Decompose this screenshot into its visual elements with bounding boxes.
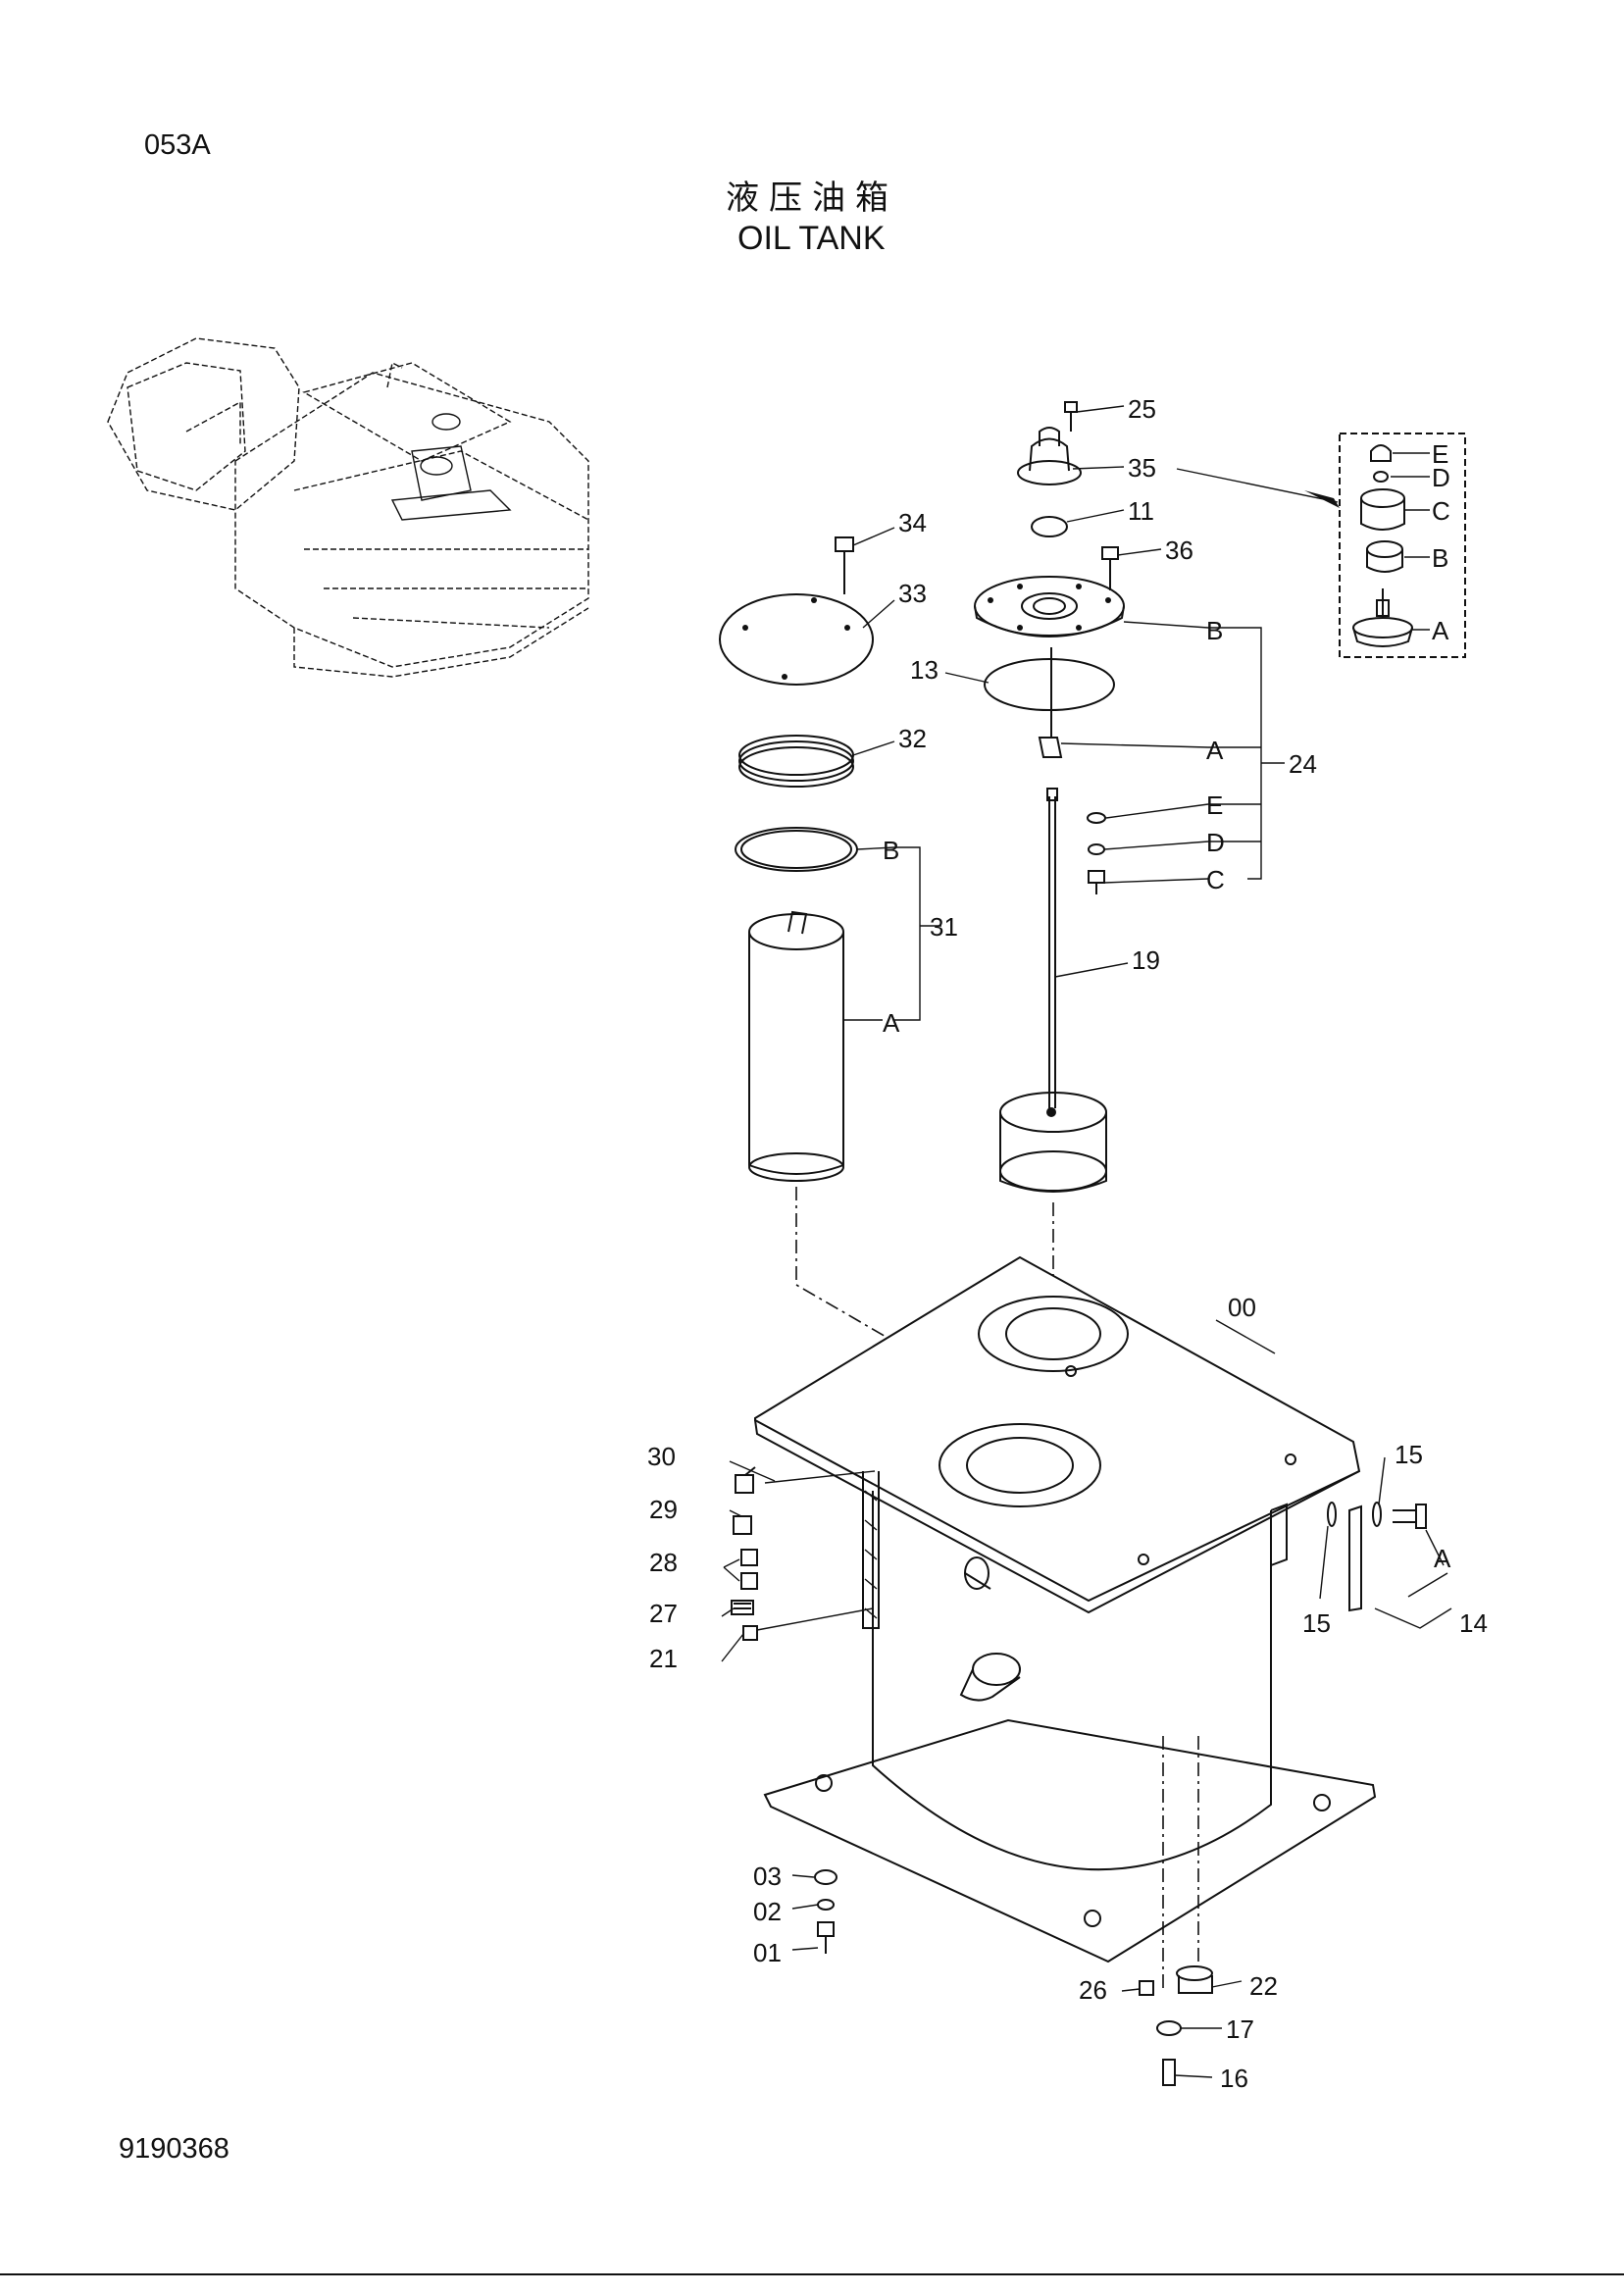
bracket-24a bbox=[1038, 647, 1063, 758]
callout-26: 26 bbox=[1079, 1975, 1107, 2005]
filter-element-31a bbox=[748, 910, 844, 1182]
kit-label-b: B bbox=[1432, 543, 1448, 573]
kit-label-d: D bbox=[1432, 463, 1450, 492]
oring-31b bbox=[735, 827, 858, 872]
thumbnail-tank-highlight bbox=[390, 413, 512, 521]
kit-label-e: E bbox=[1432, 439, 1448, 469]
strainer bbox=[999, 1092, 1107, 1193]
callout-15-lower: 15 bbox=[1302, 1608, 1331, 1638]
drain-parts bbox=[1139, 1965, 1213, 2086]
breather-35 bbox=[1017, 427, 1082, 485]
callout-33: 33 bbox=[898, 579, 927, 608]
callout-17: 17 bbox=[1226, 2014, 1254, 2044]
sub-callout-labels: E D C B A B A E D C B A A bbox=[883, 439, 1451, 1573]
callout-34: 34 bbox=[898, 508, 927, 537]
drawing-number: 9190368 bbox=[119, 2133, 229, 2165]
excavator-thumbnail bbox=[107, 337, 589, 678]
callout-22: 22 bbox=[1249, 1971, 1278, 2001]
washers-15-bolt bbox=[1327, 1502, 1427, 1529]
kit-label-a: A bbox=[1432, 616, 1449, 645]
callout-36: 36 bbox=[1165, 536, 1193, 565]
breather-kit-box bbox=[1176, 433, 1466, 658]
callout-14: 14 bbox=[1459, 1608, 1488, 1638]
page-code: 053A bbox=[144, 129, 211, 161]
callout-00: 00 bbox=[1228, 1293, 1256, 1322]
callout-03: 03 bbox=[753, 1862, 782, 1891]
title-chinese: 液压油箱 bbox=[726, 178, 898, 218]
callout-31: 31 bbox=[930, 912, 958, 942]
item24-label-b: B bbox=[1206, 616, 1223, 645]
callout-11: 11 bbox=[1128, 496, 1154, 526]
callout-32: 32 bbox=[898, 724, 927, 753]
callout-21: 21 bbox=[649, 1644, 678, 1673]
callout-13: 13 bbox=[910, 655, 939, 685]
item31-label-a: A bbox=[883, 1008, 900, 1038]
item14-label-a: A bbox=[1434, 1544, 1451, 1573]
cover-assembly-24 bbox=[974, 576, 1125, 638]
bolt-25 bbox=[1064, 401, 1078, 432]
bolt-24c bbox=[1088, 870, 1105, 894]
item24-label-e: E bbox=[1206, 790, 1223, 820]
bolt-36 bbox=[1101, 546, 1119, 590]
rod-19 bbox=[1046, 788, 1058, 1108]
oring-11 bbox=[1031, 516, 1068, 537]
drain-centerline bbox=[1162, 1736, 1199, 1991]
item24-label-d: D bbox=[1206, 828, 1225, 857]
gasket-13 bbox=[984, 658, 1115, 711]
item24-label-a: A bbox=[1206, 736, 1224, 765]
callout-29: 29 bbox=[649, 1495, 678, 1524]
item31-label-b: B bbox=[883, 836, 899, 865]
callout-labels: 25 35 11 36 34 33 13 32 31 24 19 00 30 2… bbox=[647, 394, 1488, 2093]
washer-24e bbox=[1087, 812, 1106, 824]
cover-33 bbox=[719, 593, 874, 686]
item24-label-c: C bbox=[1206, 865, 1225, 894]
bottom-bolt-parts bbox=[814, 1869, 837, 1954]
callout-35: 35 bbox=[1128, 453, 1156, 483]
washer-24d bbox=[1088, 843, 1105, 855]
callout-30: 30 bbox=[647, 1442, 676, 1471]
callout-25: 25 bbox=[1128, 394, 1156, 424]
title-english: OIL TANK bbox=[737, 220, 886, 257]
callout-02: 02 bbox=[753, 1897, 782, 1926]
fittings-left bbox=[731, 1466, 758, 1641]
callout-24: 24 bbox=[1289, 749, 1317, 779]
callout-01: 01 bbox=[753, 1938, 782, 1967]
callout-27: 27 bbox=[649, 1599, 678, 1628]
callout-16: 16 bbox=[1220, 2064, 1248, 2093]
leader-lines bbox=[721, 405, 1452, 2078]
spring-32 bbox=[738, 735, 854, 788]
kit-label-c: C bbox=[1432, 496, 1450, 526]
callout-19: 19 bbox=[1132, 945, 1160, 975]
bottom-border bbox=[0, 2273, 1624, 2275]
callout-28: 28 bbox=[649, 1548, 678, 1577]
bolt-34 bbox=[835, 536, 854, 594]
oil-tank-00 bbox=[754, 1255, 1377, 1964]
callout-15-upper: 15 bbox=[1395, 1440, 1423, 1469]
